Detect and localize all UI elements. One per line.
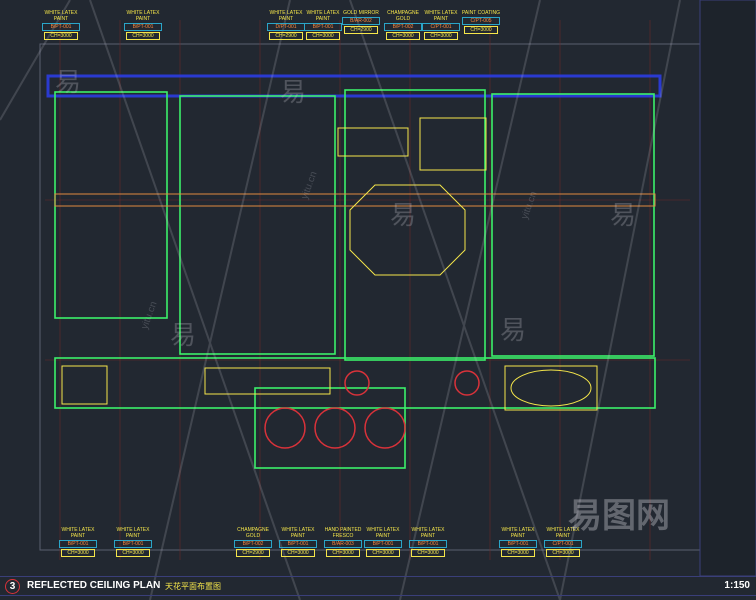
sheet-frame	[39, 43, 701, 551]
tag-ch: CH=2900	[236, 549, 270, 557]
drawing-scale: 1:150	[724, 580, 750, 591]
drawing-title-cn: 天花平面布置图	[165, 582, 221, 591]
tag-ch: CH=3000	[281, 549, 315, 557]
tag-name: WHITE LATEX PAINT	[126, 10, 160, 22]
tag-name: CHAMPAGNE GOLD	[387, 10, 419, 22]
tag-code: C/PT-005	[462, 17, 500, 25]
tag-code: B/PT-001	[59, 540, 97, 548]
tag-code: B/PT-001	[42, 23, 80, 31]
tag-name: WHITE LATEX PAINT	[44, 10, 78, 22]
tag-ch: CH=3000	[326, 549, 360, 557]
tag-ch: CH=3000	[126, 32, 160, 40]
drawing-title: REFLECTED CEILING PLAN	[27, 580, 161, 591]
tag-code: B/PT-001	[279, 540, 317, 548]
tag-name: WHITE LATEX PAINT	[366, 527, 400, 539]
tag-code: B/PT-001	[364, 540, 402, 548]
tag-name: WHITE LATEX PAINT	[424, 10, 458, 22]
tag-name: WHITE LATEX PAINT	[281, 527, 315, 539]
chandeliers	[264, 370, 480, 449]
ceiling-features	[61, 117, 598, 411]
tag-name: WHITE LATEX PAINT	[306, 10, 340, 22]
tag-code: B/PT-001	[304, 23, 342, 31]
title-bar: 3 REFLECTED CEILING PLAN 天花平面布置图 1:150	[0, 576, 756, 596]
tag-code: B/PT-001	[409, 540, 447, 548]
watermark: 易	[55, 67, 82, 97]
tag-code: B/AR-003	[324, 540, 362, 548]
tag-code: B/PT-001	[114, 540, 152, 548]
watermark: 易	[170, 320, 197, 350]
tag-ch: CH=3000	[44, 32, 78, 40]
tag-code: B/PT-002	[384, 23, 422, 31]
tag-code: B/PT-001	[124, 23, 162, 31]
tag-code: B/PT-001	[499, 540, 537, 548]
watermark: 易	[390, 200, 417, 230]
tag-code: C/PT-001	[544, 540, 582, 548]
tag-name: WHITE LATEX PAINT	[61, 527, 95, 539]
watermark: 易	[610, 200, 637, 230]
tag-ch: CH=3000	[424, 32, 458, 40]
tag-name: WHITE LATEX PAINT	[411, 527, 445, 539]
tag-code: C/PT-001	[422, 23, 460, 31]
tag-ch: CH=3000	[464, 26, 498, 34]
beam-band	[54, 193, 656, 207]
top-corridor	[46, 74, 662, 98]
tag-ch: CH=3000	[386, 32, 420, 40]
tag-ch: CH=3000	[116, 549, 150, 557]
tag-ch: CH=3000	[61, 549, 95, 557]
tag-name: WHITE LATEX PAINT	[501, 527, 535, 539]
tag-ch: CH=3000	[366, 549, 400, 557]
tag-name: CHAMPAGNE GOLD	[237, 527, 269, 539]
tag-name: WHITE LATEX PAINT	[546, 527, 580, 539]
watermark-lines	[0, 0, 681, 600]
tag-ch: CH=3000	[501, 549, 535, 557]
grid-lines	[45, 20, 690, 560]
tag-name: PAINT COATING	[461, 10, 501, 16]
tag-name: HAND PAINTED FRESCO	[324, 527, 362, 539]
walls	[54, 89, 656, 469]
watermark: 易	[280, 77, 307, 107]
watermark-brand: 易图网	[568, 497, 670, 535]
tag-ch: CH=2900	[269, 32, 303, 40]
tag-code: B/AR-002	[342, 17, 380, 25]
watermark: 易	[500, 315, 527, 345]
tag-code: B/PT-002	[234, 540, 272, 548]
legend-panel	[699, 0, 756, 577]
tag-name: WHITE LATEX PAINT	[116, 527, 150, 539]
drawing-number: 3	[5, 579, 20, 594]
tag-ch: CH=3000	[306, 32, 340, 40]
tag-name: WHITE LATEX PAINT	[269, 10, 303, 22]
tag-name: GOLD MIRROR	[343, 10, 379, 16]
tag-ch: CH=3000	[546, 549, 580, 557]
tag-ch: CH=3000	[411, 549, 445, 557]
tag-ch: CH=2900	[344, 26, 378, 34]
